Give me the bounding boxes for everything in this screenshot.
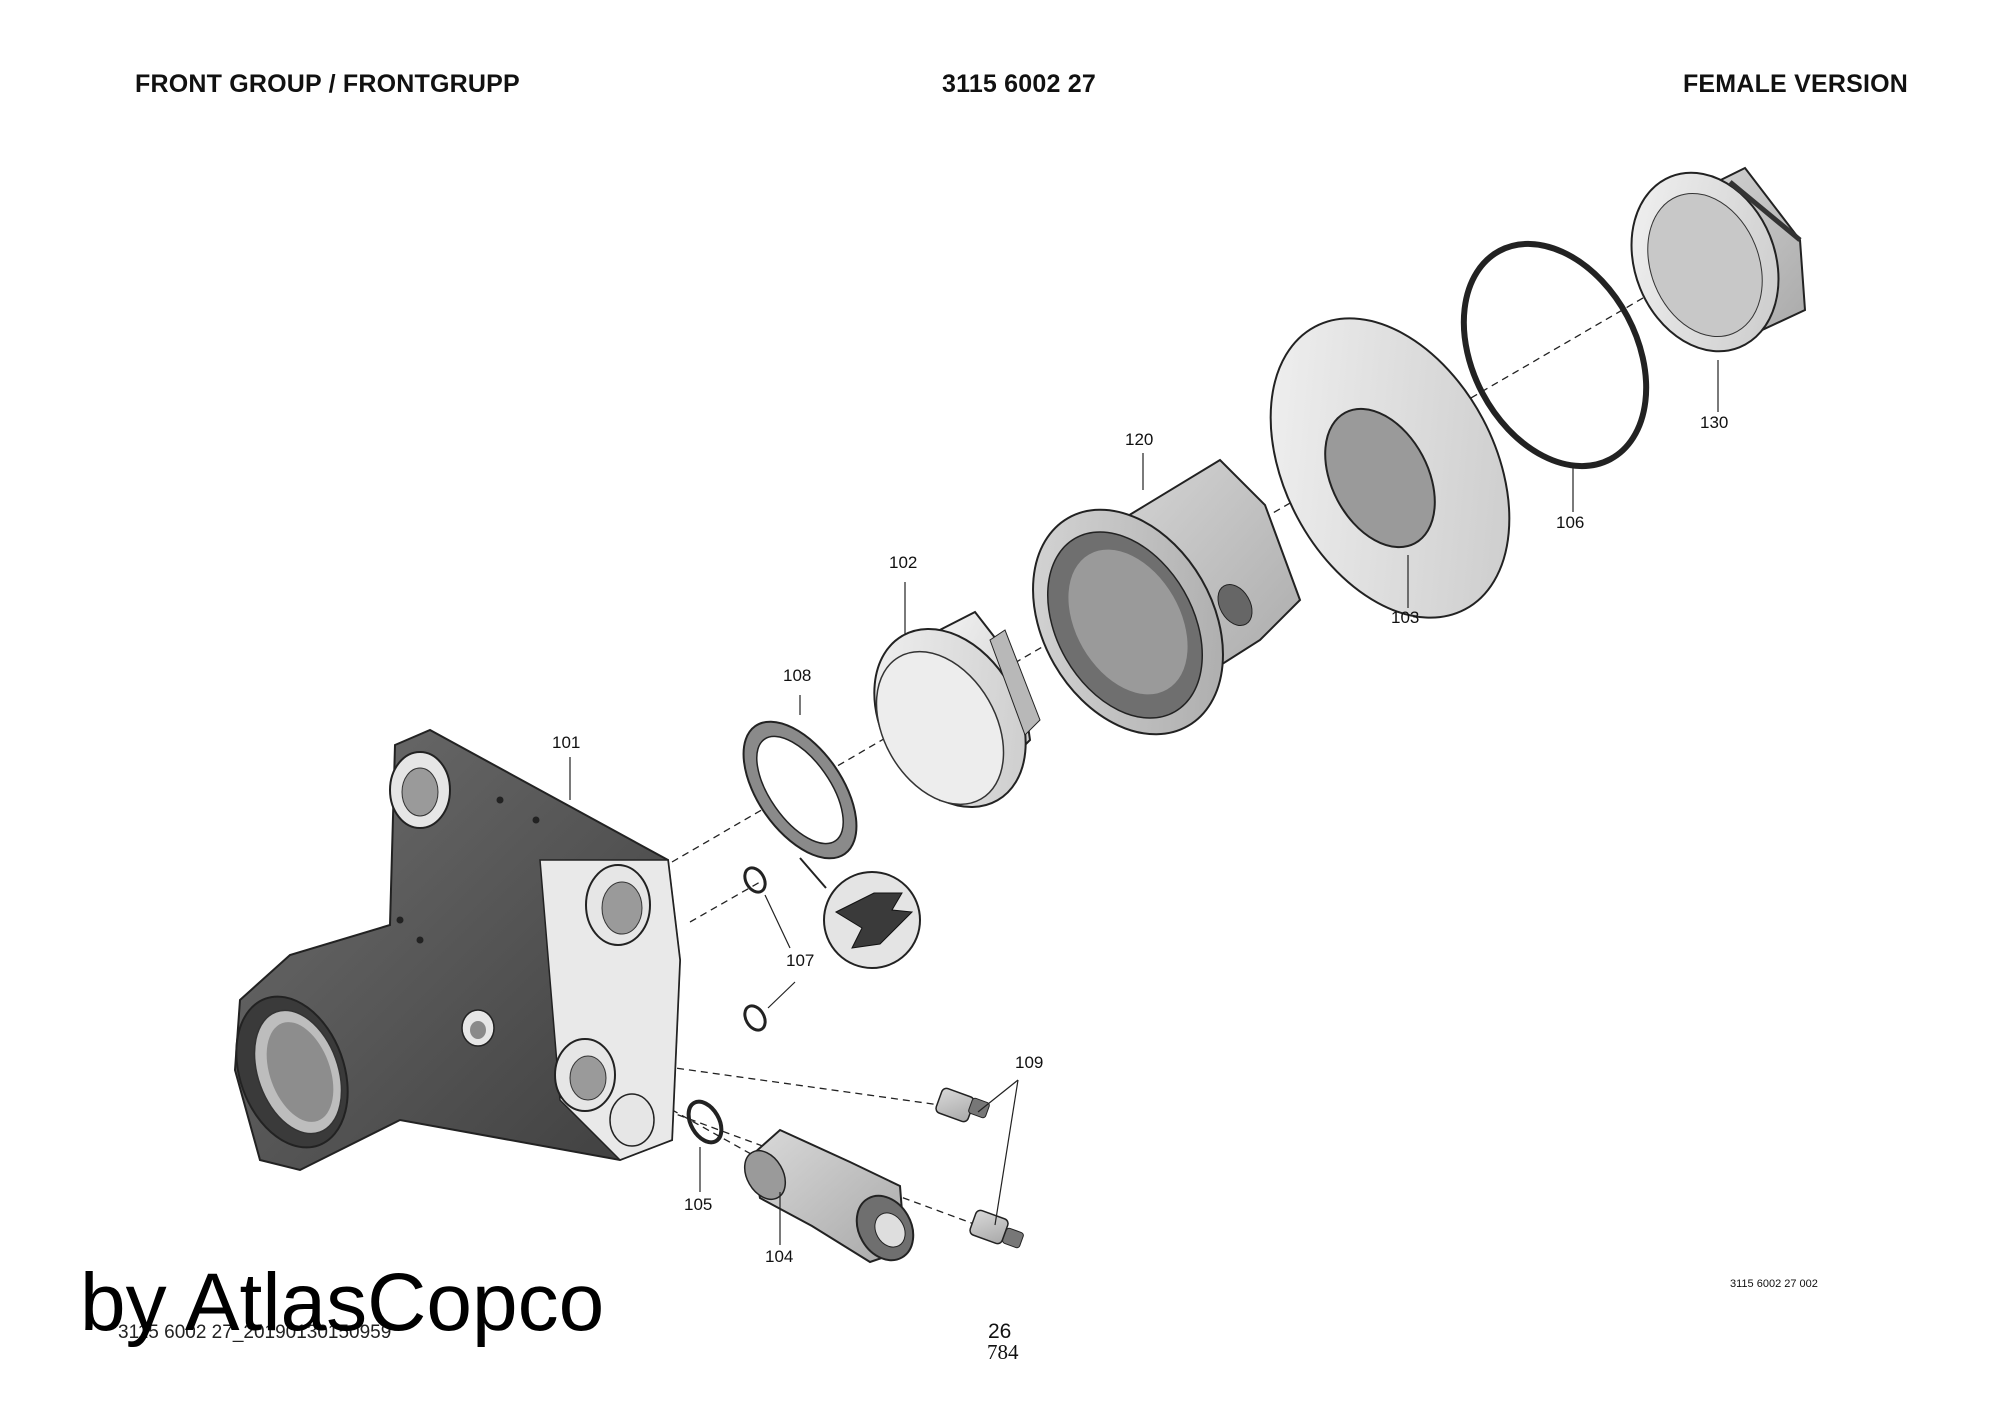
page-sub-number: 784 bbox=[987, 1340, 1019, 1364]
callout-101: 101 bbox=[552, 733, 580, 752]
callout-109: 109 bbox=[1015, 1053, 1043, 1072]
part-105-oring bbox=[686, 1099, 724, 1145]
callout-103: 103 bbox=[1391, 608, 1419, 627]
callout-104: 104 bbox=[765, 1247, 793, 1266]
part-108-ring bbox=[742, 720, 858, 860]
part-102-sleeve bbox=[873, 610, 1041, 809]
callout-130: 130 bbox=[1700, 413, 1728, 432]
callout-108: 108 bbox=[783, 666, 811, 685]
part-109-nipples bbox=[935, 1087, 1024, 1249]
header-part-number: 3115 6002 27 bbox=[942, 70, 1096, 98]
part-103-disc bbox=[1269, 317, 1511, 619]
part-107-orings bbox=[743, 866, 767, 1032]
callout-105: 105 bbox=[684, 1195, 712, 1214]
callout-106: 106 bbox=[1556, 513, 1584, 532]
header-title: FRONT GROUP / FRONTGRUPP bbox=[135, 70, 520, 98]
callout-120: 120 bbox=[1125, 430, 1153, 449]
callout-102: 102 bbox=[889, 553, 917, 572]
callout-107: 107 bbox=[786, 951, 814, 970]
watermark: by AtlasCopco bbox=[80, 1257, 605, 1348]
header-version: FEMALE VERSION bbox=[1682, 70, 1908, 98]
part-101-front-head bbox=[233, 728, 682, 1172]
file-code: 3115 6002 27_20190130150959 bbox=[118, 1322, 392, 1343]
part-106-ring bbox=[1460, 240, 1650, 470]
leader-lines bbox=[569, 360, 1719, 1245]
part-104-fitting bbox=[743, 1128, 915, 1264]
part-120-cylinder bbox=[1032, 458, 1302, 736]
drawing-number: 3115 6002 27 002 bbox=[1730, 1278, 1818, 1290]
part-130-bushing bbox=[1630, 166, 1807, 353]
page-number: 26 bbox=[988, 1320, 1012, 1343]
seal-profile-detail bbox=[799, 857, 921, 969]
